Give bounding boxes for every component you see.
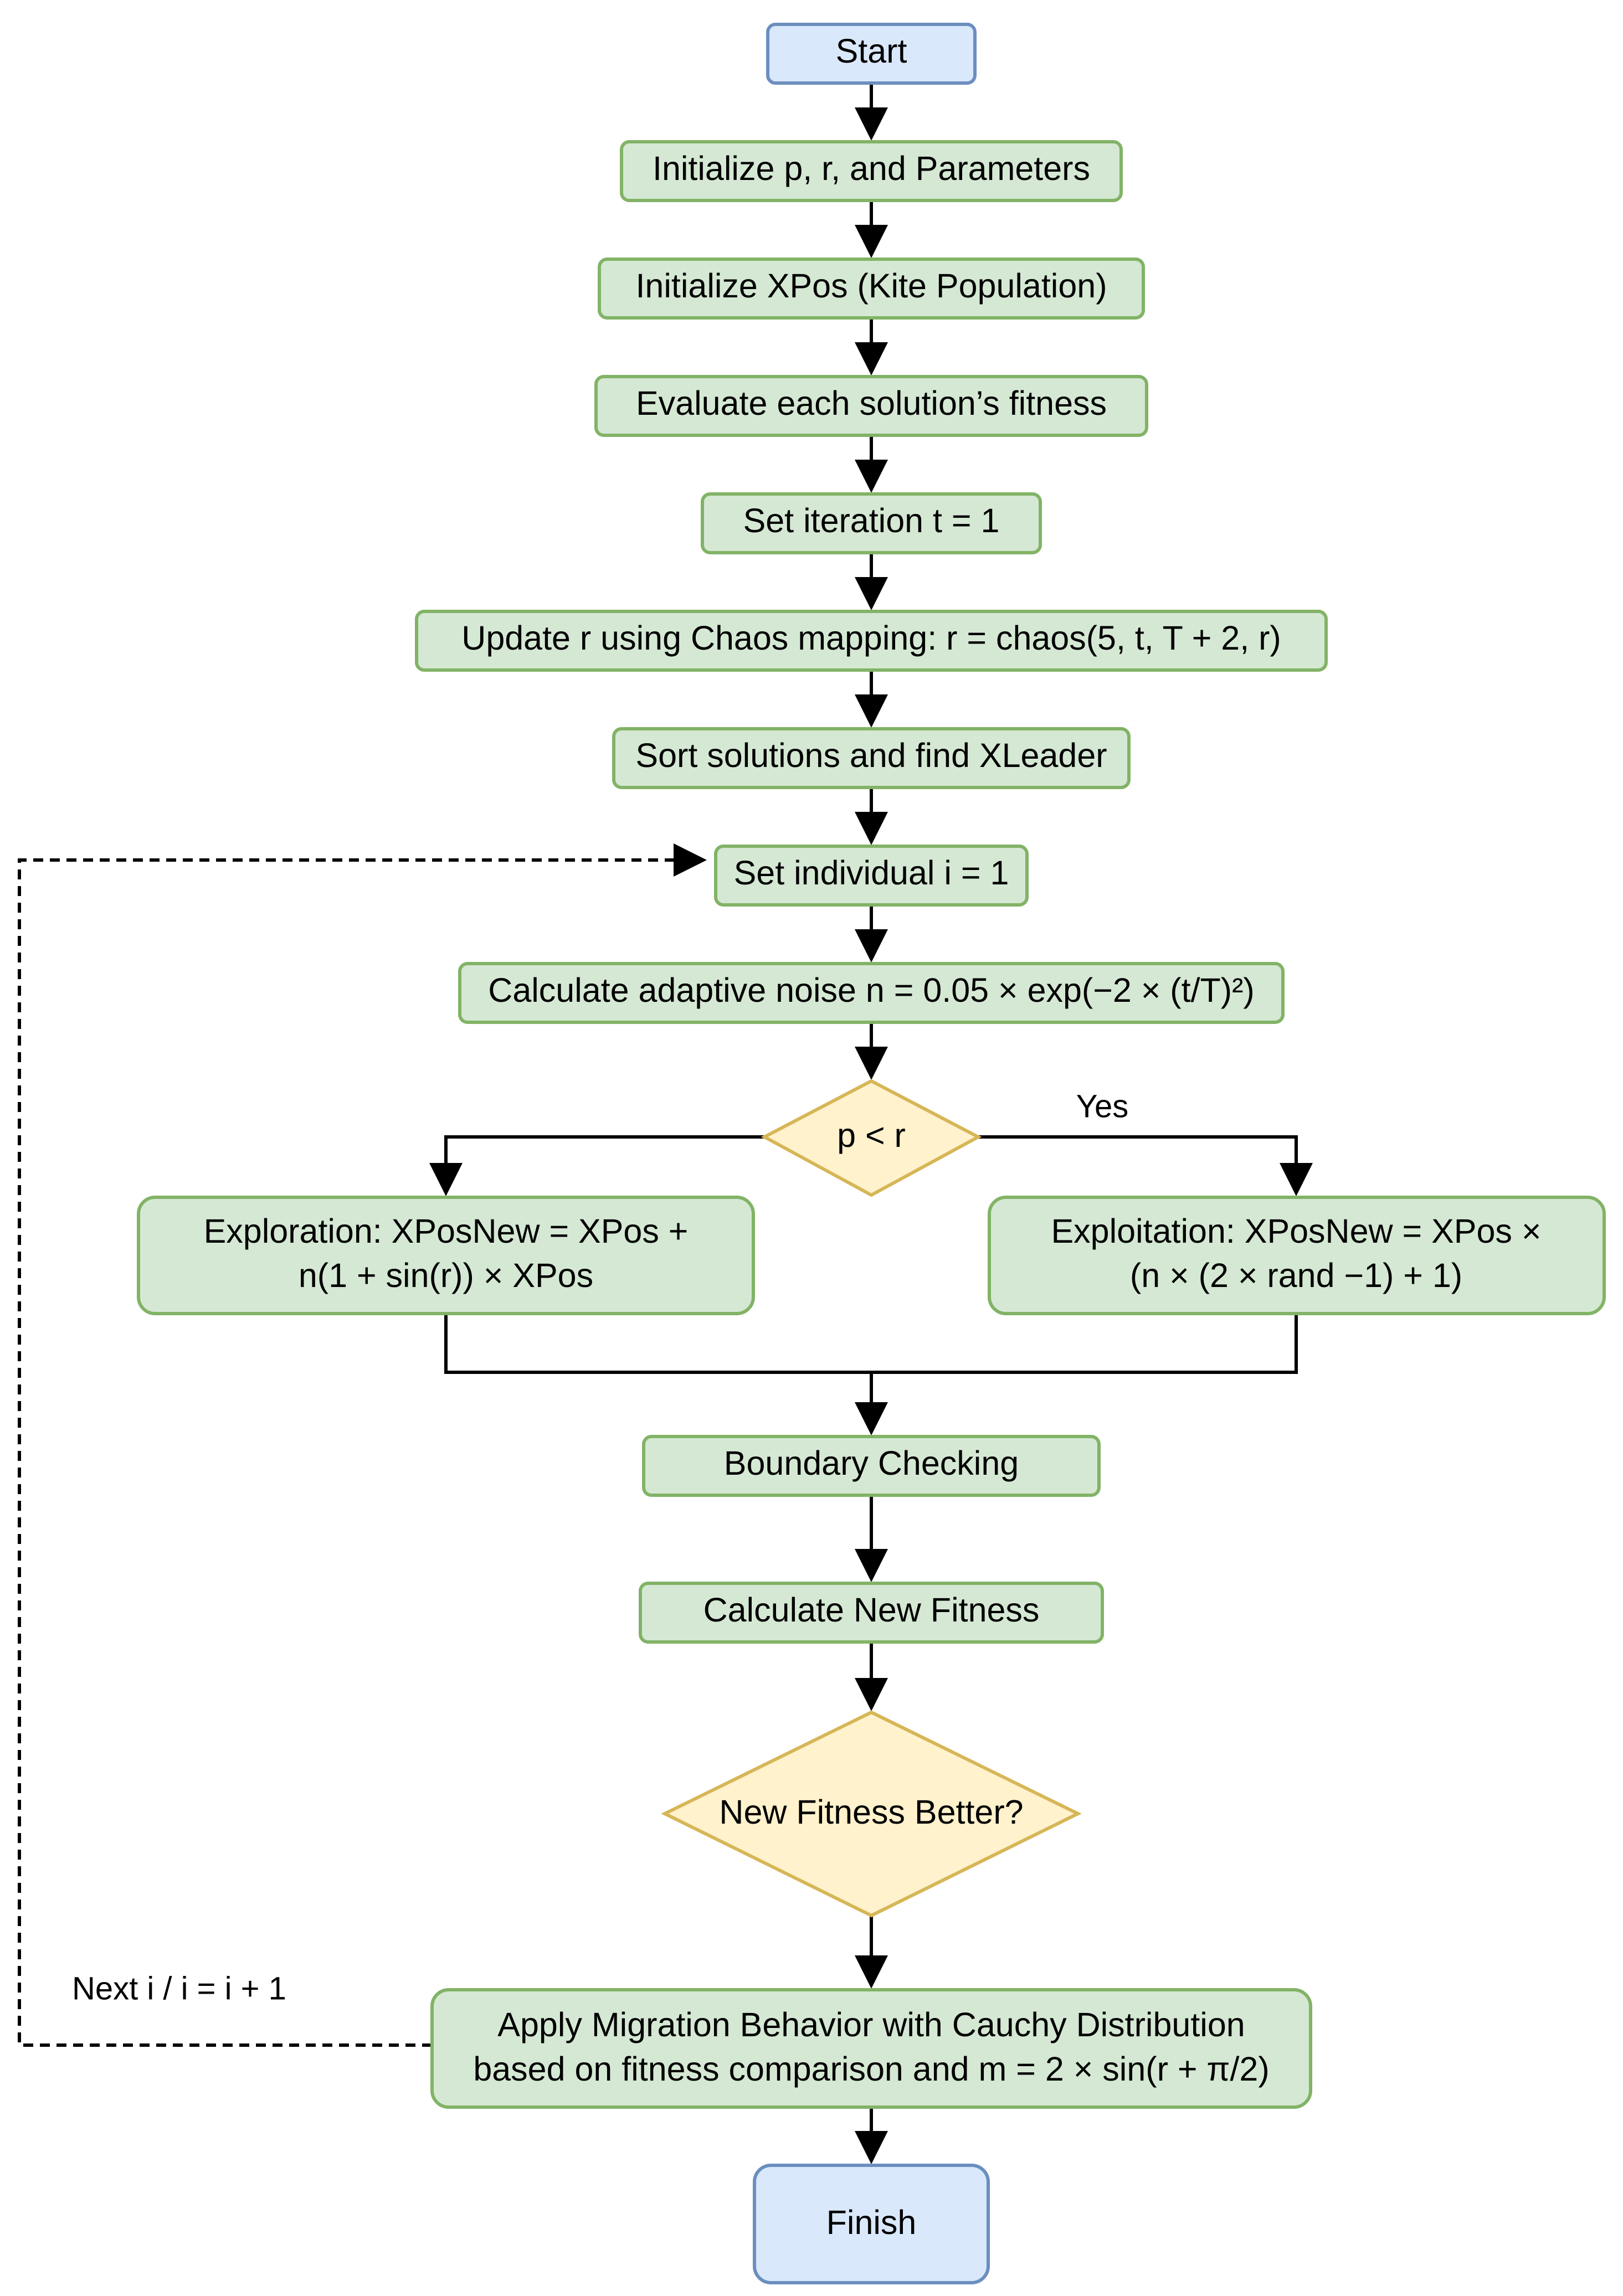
node-evaluate-label: Evaluate each solution’s fitness [636,384,1107,422]
node-decision-pr-label: p < r [837,1116,906,1154]
node-update-r: Update r using Chaos mapping: r = chaos(… [415,610,1328,672]
edge-label-yes: Yes [1076,1088,1129,1124]
node-sort: Sort solutions and find XLeader [612,727,1131,789]
node-migration-line-2: based on fitness comparison and m = 2 × … [473,2050,1269,2088]
node-update-r-label: Update r using Chaos mapping: r = chaos(… [461,619,1281,657]
node-start-label: Start [836,32,907,70]
edge-loop-next-individual [18,843,707,2047]
node-evaluate: Evaluate each solution’s fitness [594,375,1148,437]
node-set-individual-label: Set individual i = 1 [734,854,1009,892]
edge-decision-to-exploration [429,1135,764,1196]
node-exploration-line-2: n(1 + sin(r)) × XPos [299,1257,593,1294]
node-noise-label: Calculate adaptive noise n = 0.05 × exp(… [488,971,1254,1009]
node-start: Start [766,23,977,85]
node-new-fitness-label: Calculate New Fitness [703,1591,1040,1629]
node-finish-label: Finish [826,2204,917,2241]
node-exploration: Exploration: XPosNew = XPos + n(1 + sin(… [137,1196,755,1315]
node-exploitation: Exploitation: XPosNew = XPos × (n × (2 ×… [988,1196,1606,1315]
node-init-params-label: Initialize p, r, and Parameters [653,150,1090,187]
edge-label-loop: Next i / i = i + 1 [72,1970,286,2006]
node-init-params: Initialize p, r, and Parameters [620,140,1123,202]
node-migration-line-1: Apply Migration Behavior with Cauchy Dis… [497,2006,1245,2043]
node-finish: Finish [753,2164,990,2284]
node-exploitation-line-1: Exploitation: XPosNew = XPos × [1051,1212,1542,1250]
node-new-fitness: Calculate New Fitness [639,1582,1104,1644]
node-sort-label: Sort solutions and find XLeader [635,737,1107,774]
node-init-xpos-label: Initialize XPos (Kite Population) [635,267,1107,305]
node-boundary-label: Boundary Checking [724,1444,1019,1482]
node-exploitation-line-2: (n × (2 × rand −1) + 1) [1130,1257,1462,1294]
node-decision-fitness: New Fitness Better? [661,1710,1082,1918]
node-decision-pr: p < r [761,1079,982,1197]
node-exploration-line-1: Exploration: XPosNew = XPos + [204,1212,689,1250]
node-decision-fitness-label: New Fitness Better? [719,1793,1023,1831]
edge-decision-yes-to-exploitation [978,1135,1313,1196]
node-set-iteration: Set iteration t = 1 [701,492,1042,554]
node-set-iteration-label: Set iteration t = 1 [743,502,1000,539]
node-migration: Apply Migration Behavior with Cauchy Dis… [430,1988,1312,2109]
edge-exploration-merge [444,1314,871,1374]
node-init-xpos: Initialize XPos (Kite Population) [598,258,1145,320]
node-noise: Calculate adaptive noise n = 0.05 × exp(… [458,962,1285,1024]
node-boundary: Boundary Checking [642,1435,1101,1497]
edges [18,84,1313,2164]
node-set-individual: Set individual i = 1 [714,845,1029,907]
edge-exploitation-merge [871,1314,1298,1374]
